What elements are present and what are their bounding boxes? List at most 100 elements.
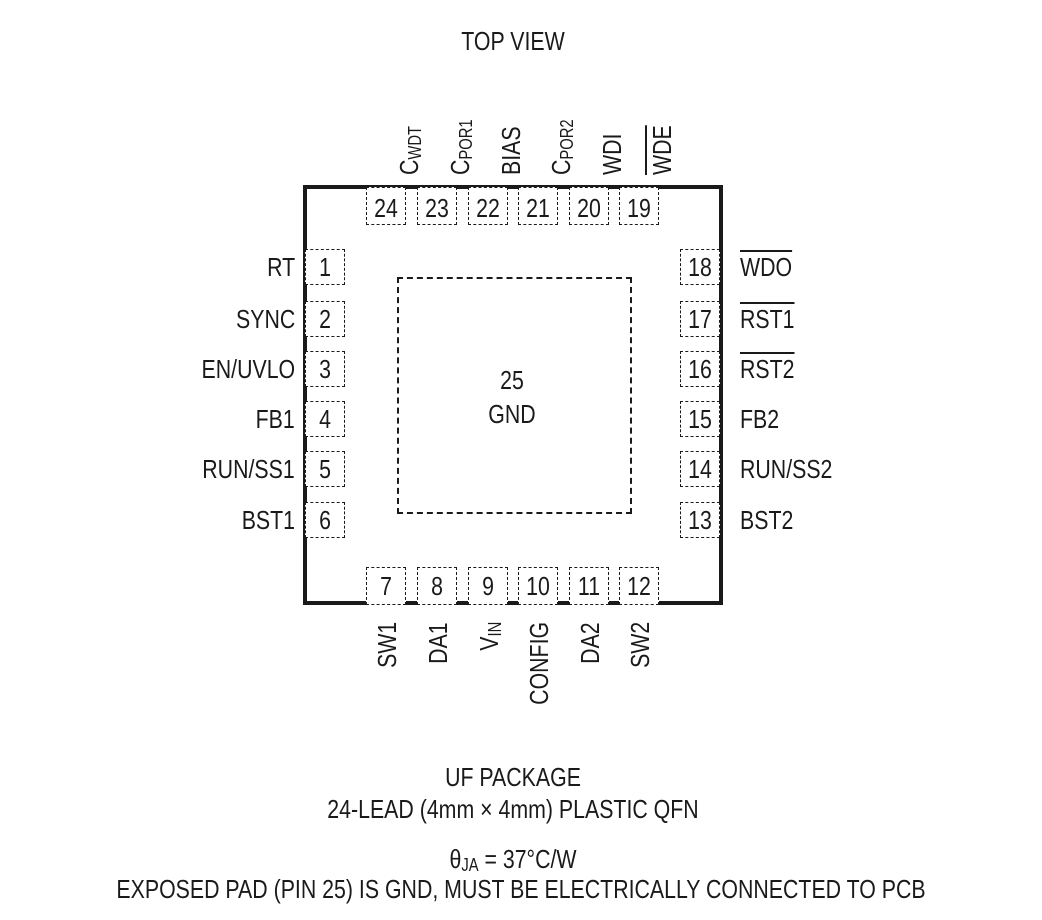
pin-pad-right <box>680 451 720 487</box>
pin-name-text: SW2 <box>625 621 655 668</box>
pin-name-text: RST1 <box>740 304 795 334</box>
pin-pad-bottom <box>569 567 609 605</box>
pin-label-right: RST1 <box>740 306 795 332</box>
pin-label-top-text: CPOR2 <box>546 119 577 175</box>
pin-name-text: RST2 <box>740 354 795 384</box>
pin-name-text: WDO <box>740 252 793 282</box>
pin-pad-right <box>680 249 720 285</box>
pin-pad-right <box>680 351 720 387</box>
pin-number: 22 <box>476 193 500 223</box>
pin-number: 14 <box>688 454 712 484</box>
pin-pad-bottom <box>468 567 508 605</box>
pin-pad-left <box>305 451 345 487</box>
top-view-title: TOP VIEW <box>461 26 565 56</box>
pin-label-left: SYNC <box>236 306 295 332</box>
pin-number: 13 <box>688 505 712 535</box>
pin-number: 6 <box>319 505 331 535</box>
pin-label-left: RUN/SS1 <box>203 456 295 482</box>
pin-number: 21 <box>526 193 550 223</box>
pin-pad-bottom <box>366 567 406 605</box>
pin-name-text: C <box>394 159 424 175</box>
pin-name-text: RT <box>266 252 295 282</box>
package-body <box>303 185 723 605</box>
pin-label-right: RST2 <box>740 356 795 382</box>
pin-number: 16 <box>688 354 712 384</box>
pin-name-text: V <box>474 636 504 651</box>
pin-label-right: WDO <box>740 254 792 280</box>
pin-number: 4 <box>319 404 331 434</box>
pin-number: 17 <box>688 304 712 334</box>
pin-label-top-text: CPOR1 <box>445 119 476 175</box>
pin-label-left: FB1 <box>256 406 295 432</box>
pin-label-left: RT <box>267 254 295 280</box>
exposed-pad-note: EXPOSED PAD (PIN 25) IS GND, MUST BE ELE… <box>116 874 926 904</box>
pin-pad-top <box>619 187 659 225</box>
pin-name-subscript: POR1 <box>456 119 476 160</box>
pin-name-subscript: WDT <box>405 125 425 160</box>
pin-pad-top <box>518 187 558 225</box>
pin-number: 10 <box>526 571 550 601</box>
pin-pad-left <box>305 351 345 387</box>
exposed-pad-number: 25 <box>500 365 524 395</box>
pin-name-text: CONFIG <box>524 621 554 705</box>
pin-number: 9 <box>482 571 494 601</box>
pin-name-text: EN/UVLO <box>201 354 295 384</box>
pin-pad-left <box>305 249 345 285</box>
pin-number: 3 <box>319 354 331 384</box>
pin-number: 15 <box>688 404 712 434</box>
pin-number: 11 <box>577 571 601 601</box>
pin-number: 18 <box>688 252 712 282</box>
pin-pad-bottom <box>619 567 659 605</box>
pin-label-bottom-text: DA2 <box>575 622 605 664</box>
pin-number: 23 <box>425 193 449 223</box>
pin-label-top-text: BIAS <box>496 126 526 175</box>
theta-value: = 37°C/W <box>478 844 577 874</box>
pin-name-text: RUN/SS2 <box>740 454 833 484</box>
package-description: 24-LEAD (4mm × 4mm) PLASTIC QFN <box>327 794 699 824</box>
pin-label-left: BST1 <box>242 507 295 533</box>
pin-number: 12 <box>627 571 651 601</box>
pin-name-text: C <box>546 159 576 175</box>
pin-name-text: FB1 <box>255 404 295 434</box>
pin-label-top-text: WDE <box>647 125 677 175</box>
exposed-pad-name: GND <box>488 399 536 429</box>
pin-label-bottom-text: SW2 <box>625 621 655 668</box>
thermal-resistance: θJA = 37°C/W <box>349 846 677 874</box>
pin-name-text: SW1 <box>372 621 402 668</box>
theta-symbol: θ <box>449 844 462 874</box>
pin-label-top-text: CWDT <box>394 125 425 175</box>
pin-label-right: BST2 <box>740 507 793 533</box>
pin-pad-left <box>305 401 345 437</box>
pin-number: 1 <box>319 252 331 282</box>
exposed-pad <box>397 277 632 514</box>
pin-label-bottom-text: SW1 <box>372 621 402 668</box>
pin-name-text: RUN/SS1 <box>202 454 295 484</box>
pin-name-text: SYNC <box>235 304 295 334</box>
pin-number: 5 <box>319 454 331 484</box>
pin-label-right: FB2 <box>740 406 779 432</box>
pin-number: 24 <box>374 193 398 223</box>
pin-pad-right <box>680 301 720 337</box>
pin-number: 20 <box>577 193 601 223</box>
pin-label-bottom-text: VIN <box>474 621 505 651</box>
pin-number: 2 <box>319 304 331 334</box>
pin-name-subscript: POR2 <box>557 119 577 160</box>
pin-number: 7 <box>380 571 392 601</box>
pin-name-text: BIAS <box>496 126 526 175</box>
pin-name-text: BST1 <box>241 505 295 535</box>
pin-pad-bottom <box>417 567 457 605</box>
package-name: UF PACKAGE <box>445 762 581 792</box>
pin-pad-bottom <box>518 567 558 605</box>
pin-pad-top <box>468 187 508 225</box>
theta-subscript: JA <box>461 855 479 875</box>
pin-number: 19 <box>627 193 651 223</box>
pin-pad-left <box>305 301 345 337</box>
pin-name-subscript: IN <box>485 621 505 637</box>
pin-name-text: DA2 <box>575 622 605 664</box>
pin-label-bottom-text: CONFIG <box>524 621 554 705</box>
pin-label-right: RUN/SS2 <box>740 456 832 482</box>
pin-pad-top <box>569 187 609 225</box>
pin-label-left: EN/UVLO <box>201 356 295 382</box>
pin-name-text: FB2 <box>740 404 780 434</box>
pin-pad-top <box>366 187 406 225</box>
